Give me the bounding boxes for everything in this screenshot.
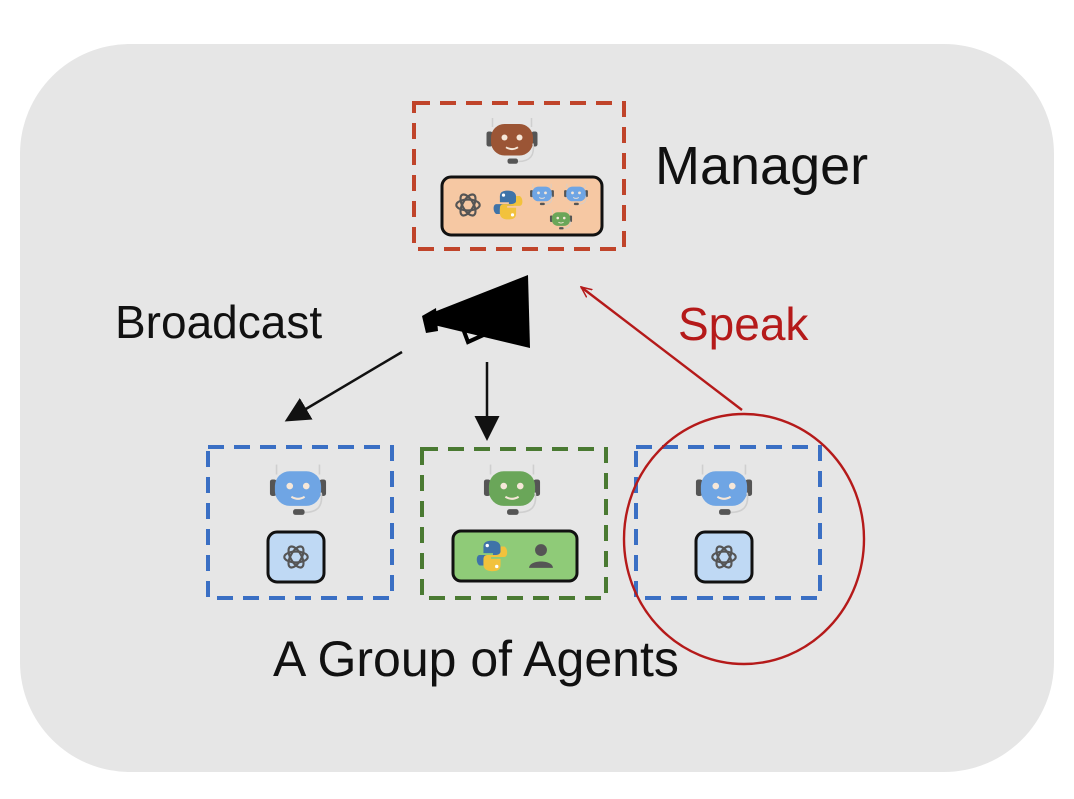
background-panel — [20, 44, 1054, 772]
agent-3-tools-box — [694, 530, 754, 584]
manager-label: Manager — [655, 136, 868, 196]
manager-tools-box — [440, 175, 604, 237]
agent-3 — [634, 445, 822, 600]
agent-3-box — [634, 445, 822, 600]
agent-2-box — [420, 447, 608, 600]
speak-label: Speak — [678, 298, 809, 350]
broadcast-label: Broadcast — [115, 296, 322, 348]
agent-2-tools-box — [451, 529, 579, 583]
megaphone-icon — [422, 275, 530, 348]
agent-1-box — [206, 445, 394, 600]
agent-1 — [206, 445, 394, 600]
agent-group-label: A Group of Agents — [273, 631, 679, 687]
speaker-highlight-circle — [622, 412, 866, 666]
broadcast-arrow-left — [284, 350, 403, 422]
speak-arrow — [581, 287, 743, 411]
agent-2 — [420, 447, 608, 600]
manager-group — [412, 101, 626, 251]
agent-1-tools-box — [266, 530, 326, 584]
manager-box — [412, 101, 626, 251]
